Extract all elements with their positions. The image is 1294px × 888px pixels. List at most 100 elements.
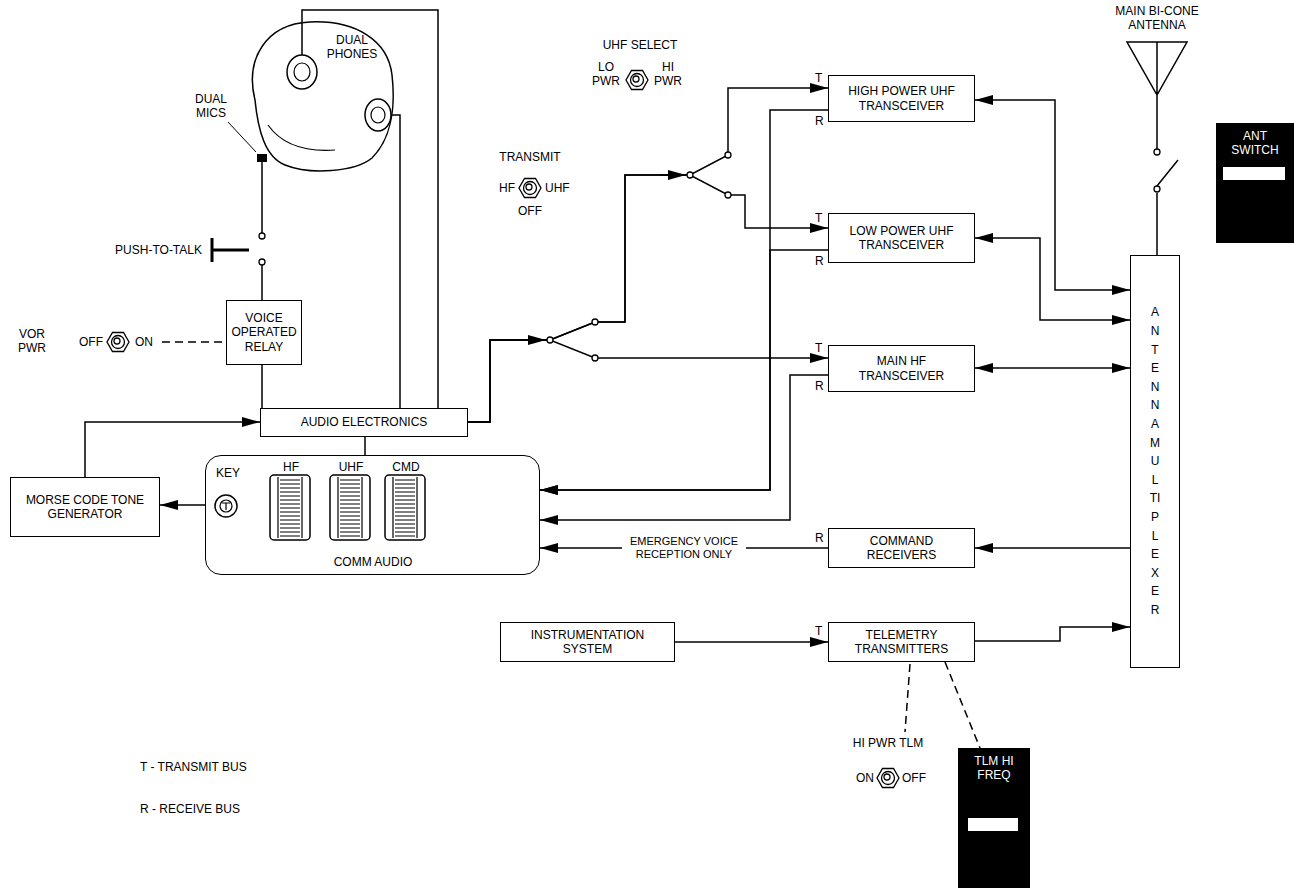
thumbwheel-rib [280,496,300,497]
box-text: INSTRUMENTATION SYSTEM [505,628,670,657]
diagram-label: MAIN BI-CONE ANTENNA [1102,4,1212,32]
toggle-switch [519,179,541,198]
thumbwheel-rib [280,528,300,529]
thumbwheel-rib [280,484,300,485]
signal-line [945,662,980,748]
switch-panel: ANT SWITCH [1216,123,1294,243]
transceiver-box: LOW POWER UHF TRANSCEIVER [828,213,975,263]
box-text: HIGH POWER UHF TRANSCEIVER [837,84,967,113]
diagram-label: R [815,379,824,393]
thumbwheel-rib [340,532,360,533]
switch-contact [1154,186,1160,192]
thumbwheel-rib [395,508,415,509]
box-label: COMMAND RECEIVERS [852,534,952,563]
key-knob [215,495,237,517]
toggle-switch [626,71,648,90]
thumbwheel-rib [280,524,300,525]
thumbwheel-rib [340,480,360,481]
diagram-label: T [815,341,822,355]
switch-contact [687,172,693,178]
thumbwheel-rib [395,536,415,537]
thumbwheel-rib [280,504,300,505]
phone-wire [391,115,400,408]
thumbwheel-rib [340,516,360,517]
diagram-label: ON [856,771,874,785]
signal-line [975,238,1130,320]
generator-box: MORSE CODE TONE GENERATOR [10,477,160,537]
diagram-label: T [815,71,822,85]
switch-contact [725,192,731,198]
box-text: LOW POWER UHF TRANSCEIVER [837,224,967,253]
thumbwheel-rib [340,528,360,529]
box-text: ANTENNA MULTIPLEXER [1149,303,1161,619]
diagram-label: LO PWR [591,60,621,88]
diagram-label: VOR PWR [14,327,50,355]
signal-line [468,175,828,422]
thumbwheel [270,475,310,540]
diagram-label: UHF [545,181,570,195]
transceiver-box: HIGH POWER UHF TRANSCEIVER [828,75,975,122]
signal-line [261,365,263,408]
signal-line [160,504,205,506]
panel-label: HF [283,460,299,474]
signal-line [975,367,1130,369]
panel-label: CMD [392,460,419,474]
thumbwheel-rib [395,512,415,513]
transceiver-box: MAIN HF TRANSCEIVER [828,345,975,392]
signal-line [364,437,366,455]
phone-wire [302,10,438,408]
toggle-switch [107,333,129,352]
thumbwheel-rib [340,484,360,485]
phone-cup [294,63,310,81]
switch-contact [259,259,265,265]
diagram-label: R [815,254,824,268]
panel-label: UHF [339,460,364,474]
relay-box: VOICE OPERATED RELAY [226,300,302,365]
box-text: TELEMETRY TRANSMITTERS [837,628,967,657]
thumbwheels [270,475,425,540]
box-label: ANTENNA MULTIPLEXER [1149,303,1161,619]
thumbwheel-rib [280,480,300,481]
indicator-window [968,818,1018,831]
box-label: INSTRUMENTATION SYSTEM [505,628,670,657]
microphone [257,154,267,162]
thumbwheel-rib [395,516,415,517]
thumbwheel-rib [395,488,415,489]
thumbwheel-rib [280,500,300,501]
thumbwheel-rib [395,504,415,505]
switch-contact [547,337,553,343]
thumbwheel-rib [280,516,300,517]
box-text: VOICE OPERATED RELAY [231,311,297,354]
box-label: LOW POWER UHF TRANSCEIVER [837,224,967,253]
key-knob [222,503,230,510]
thumbwheel-edge [393,477,417,538]
thumbwheel-edge [278,477,302,538]
thumbwheel-rib [280,520,300,521]
electronics-box: AUDIO ELECTRONICS [260,408,468,437]
diagram-label: R [815,531,824,545]
diagram-label: OFF [79,335,103,349]
box-label: ANT SWITCH [1222,129,1288,158]
diagram-label: HF [499,181,515,195]
switch-contact [592,319,598,325]
thumbwheel-rib [395,532,415,533]
diagram-label: DUAL PHONES [322,33,382,61]
diagram-label: OFF [902,771,926,785]
thumbwheel-rib [340,500,360,501]
antenna-symbol [1127,42,1187,149]
control-link [905,664,910,732]
antenna-switch [1157,160,1178,255]
leader-line [228,122,256,152]
thumbwheel-rib [395,480,415,481]
signal-line [975,627,1130,641]
phone-cup [371,107,385,123]
thumbwheel-rib [340,524,360,525]
thumbwheel-rib [340,504,360,505]
thumbwheel-rib [280,512,300,513]
diagram-label: PUSH-TO-TALK [115,243,202,257]
